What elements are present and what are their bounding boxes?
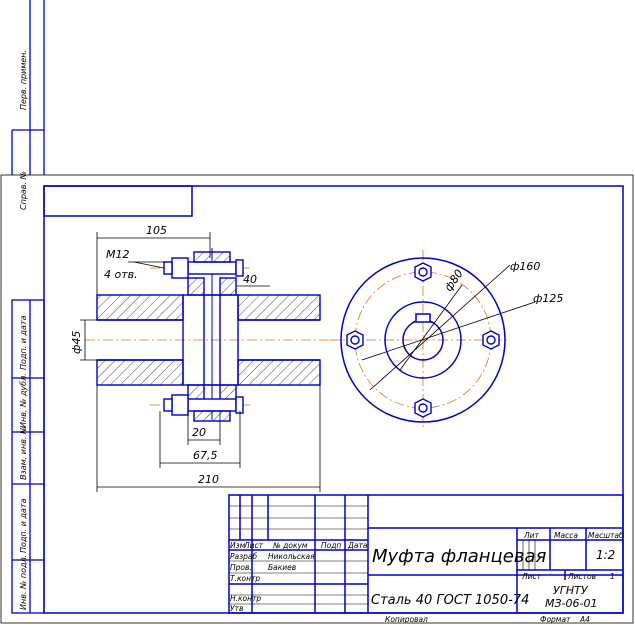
format-value: А4 bbox=[579, 615, 590, 624]
kopiroval-label: Копировал bbox=[385, 615, 428, 624]
hdr-docum: № докум bbox=[272, 541, 308, 550]
massa-label: Масса bbox=[554, 531, 578, 540]
masshtab-label: Масштаб bbox=[588, 531, 624, 540]
dim-d45: ф45 bbox=[70, 331, 83, 354]
listov-value: 1 bbox=[610, 572, 615, 581]
inv-podl-label: Инв. № подл. bbox=[19, 555, 28, 610]
format-label: Формат bbox=[540, 615, 571, 624]
side-view: ф160 ф80 ф125 bbox=[330, 250, 563, 430]
tkontr-label: Т.контр bbox=[230, 574, 260, 583]
hdr-izm: Изм bbox=[230, 541, 246, 550]
drawing-title: Муфта фланцевая bbox=[372, 546, 546, 567]
outer-border bbox=[0, 174, 634, 624]
org-name: УГНТУ bbox=[553, 584, 589, 597]
front-view: 105 M12 4 отв. 40 ф45 20 67,5 210 bbox=[70, 224, 335, 492]
prov-label: Пров. bbox=[230, 563, 252, 572]
dim-holes: 4 отв. bbox=[104, 268, 138, 281]
podp-data-label-2: Подп. и дата bbox=[19, 498, 28, 553]
prov-name: Бакиев bbox=[268, 563, 296, 572]
side-stamp-labels: Перв. примен. Справ. № Подп. и дата Инв.… bbox=[19, 50, 28, 610]
dim-thread: M12 bbox=[106, 248, 130, 261]
razrab-name: Никольская bbox=[268, 552, 315, 561]
razrab-label: Разраб bbox=[230, 552, 257, 561]
dim-105: 105 bbox=[146, 224, 167, 237]
masshtab-value: 1:2 bbox=[596, 548, 615, 562]
top-left-box bbox=[43, 185, 193, 217]
dim-40: 40 bbox=[243, 273, 257, 286]
title-block: Изм Лист № докум Подп Дата Разраб Николь… bbox=[228, 494, 624, 624]
list-label: Лист bbox=[521, 572, 542, 581]
hdr-data: Дата bbox=[347, 541, 368, 550]
dim-20: 20 bbox=[192, 426, 206, 439]
dim-67-5: 67,5 bbox=[193, 449, 218, 462]
drawing-code: МЗ-06-01 bbox=[545, 597, 597, 610]
listov-label: Листов bbox=[567, 572, 596, 581]
hdr-list: Лист bbox=[243, 541, 264, 550]
perv-primen-label: Перв. примен. bbox=[19, 50, 28, 110]
dim-d125: ф125 bbox=[533, 292, 563, 305]
side-stamp bbox=[11, 0, 45, 614]
dim-d80: ф80 bbox=[442, 267, 466, 294]
nkontr-label: Н.контр bbox=[230, 594, 261, 603]
lit-label: Лит bbox=[523, 531, 540, 540]
utv-label: Утв bbox=[230, 604, 243, 613]
dim-d160: ф160 bbox=[510, 260, 540, 273]
inv-dubl-label: Инв. № дубл. bbox=[19, 373, 28, 428]
vzam-inv-label: Взам. инв. № bbox=[19, 426, 28, 480]
hdr-podp: Подп bbox=[321, 541, 341, 550]
podp-data-label-1: Подп. и дата bbox=[19, 315, 28, 370]
material: Сталь 40 ГОСТ 1050-74 bbox=[371, 593, 529, 608]
dim-210: 210 bbox=[198, 473, 219, 486]
sprav-no-label: Справ. № bbox=[19, 171, 28, 210]
